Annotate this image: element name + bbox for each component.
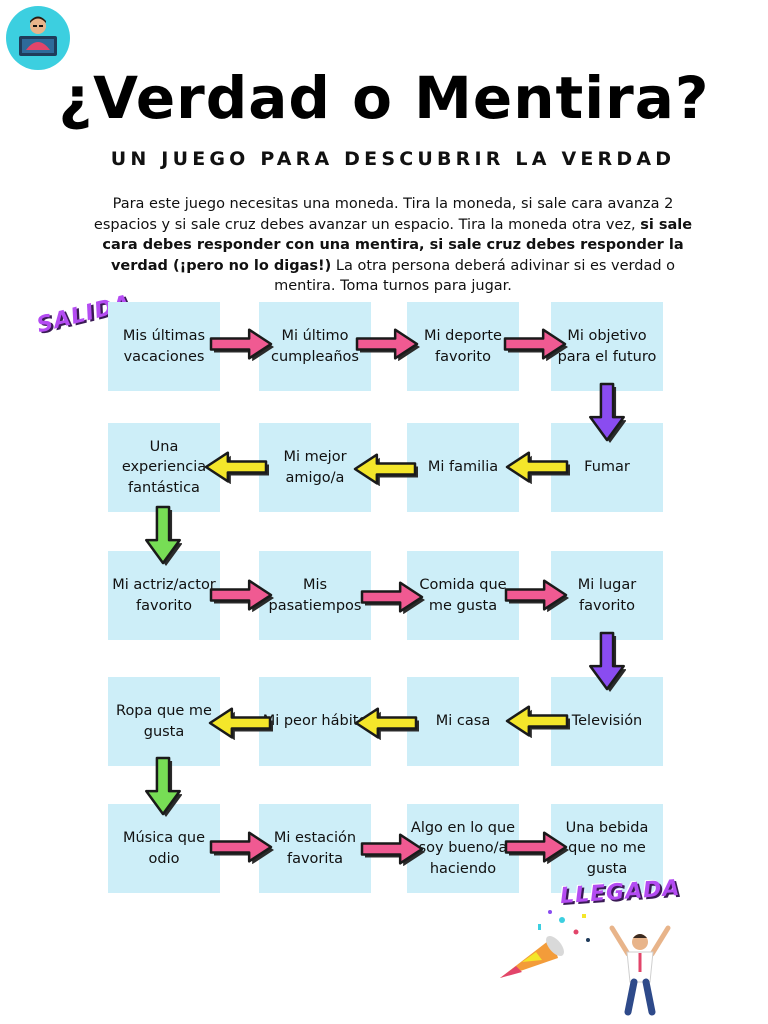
board-cell: Mi objetivo para el futuro (551, 302, 663, 391)
arrow-right-icon (355, 328, 420, 361)
board-cell: Música que odio (108, 804, 220, 893)
board-cell: Mi último cumpleaños (259, 302, 371, 391)
cell-label: Mis pasatiempos (268, 577, 362, 614)
cell-label: Mi familia (427, 459, 499, 476)
arrow-right-icon (360, 581, 425, 614)
cell-label: Ropa que me gusta (116, 703, 212, 740)
cell-label: Mi actriz/actor favorito (112, 577, 216, 614)
instructions-part2: La otra persona deberá adivinar si es ve… (274, 257, 676, 295)
cell-label: Mi mejor amigo/a (283, 449, 347, 486)
cell-label: Mi último cumpleaños (271, 328, 359, 365)
instructions-text: Para este juego necesitas una moneda. Ti… (88, 194, 698, 297)
board-cell: Mi mejor amigo/a (259, 423, 371, 512)
arrow-down-icon (589, 382, 626, 443)
arrow-right-icon (504, 831, 569, 864)
board-cell: Mi lugar favorito (551, 551, 663, 640)
cell-label: Mi casa (435, 713, 491, 730)
board-cell: Comida que me gusta (407, 551, 519, 640)
cell-label: Mi lugar favorito (577, 577, 637, 614)
board-cell: Una experiencia fantástica (108, 423, 220, 512)
board-cell: Una bebida que no me gusta (551, 804, 663, 893)
arrow-right-icon (360, 833, 425, 866)
page-title: ¿Verdad o Mentira? (58, 64, 710, 132)
board-cell: Mi casa (407, 677, 519, 766)
arrow-right-icon (209, 831, 274, 864)
page-subtitle: UN JUEGO PARA DESCUBRIR LA VERDAD (110, 148, 676, 170)
board-cell: Mi familia (407, 423, 519, 512)
celebrating-person-icon (609, 925, 671, 1016)
cell-label: Mis últimas vacaciones (122, 328, 206, 365)
cell-label: Una bebida que no me gusta (565, 819, 649, 877)
arrow-left-icon (354, 707, 419, 740)
cell-label: Mi peor hábito (262, 713, 368, 730)
cell-label: Mi deporte favorito (424, 328, 502, 365)
instructions-bold: si sale cara debes responder con una men… (102, 216, 693, 274)
board-cell: Mi estación favorita (259, 804, 371, 893)
board-cell: Mi peor hábito (259, 677, 371, 766)
arrow-left-icon (505, 451, 570, 484)
cell-label: Mi objetivo para el futuro (557, 328, 657, 365)
board-cell: Mi actriz/actor favorito (108, 551, 220, 640)
arrow-right-icon (504, 579, 569, 612)
instructions-part1: Para este juego necesitas una moneda. Ti… (93, 196, 674, 233)
arrow-right-icon (209, 579, 274, 612)
arrow-down-icon (145, 505, 182, 566)
cell-label: Algo en lo que soy bueno/a haciendo (410, 819, 516, 877)
arrow-down-icon (589, 631, 626, 692)
cell-label: Fumar (584, 459, 630, 476)
board-cell: Algo en lo que soy bueno/a haciendo (407, 804, 519, 893)
arrow-down-icon (145, 756, 182, 817)
board-cell: Mis últimas vacaciones (108, 302, 220, 391)
arrow-left-icon (353, 453, 418, 486)
presenter-logo-icon (6, 6, 70, 70)
cell-label: Música que odio (122, 830, 206, 867)
arrow-left-icon (204, 451, 269, 484)
board-cell: Mis pasatiempos (259, 551, 371, 640)
arrow-left-icon (505, 705, 570, 738)
arrow-right-icon (209, 328, 274, 361)
cell-label: Mi estación favorita (273, 830, 357, 867)
arrow-right-icon (503, 328, 568, 361)
cell-label: Televisión (571, 713, 643, 730)
board-cell: Mi deporte favorito (407, 302, 519, 391)
party-popper-icon (500, 910, 590, 978)
cell-label: Comida que me gusta (419, 577, 507, 614)
cell-label: Una experiencia fantástica (121, 438, 207, 496)
board-cell: Ropa que me gusta (108, 677, 220, 766)
arrow-left-icon (208, 707, 273, 740)
